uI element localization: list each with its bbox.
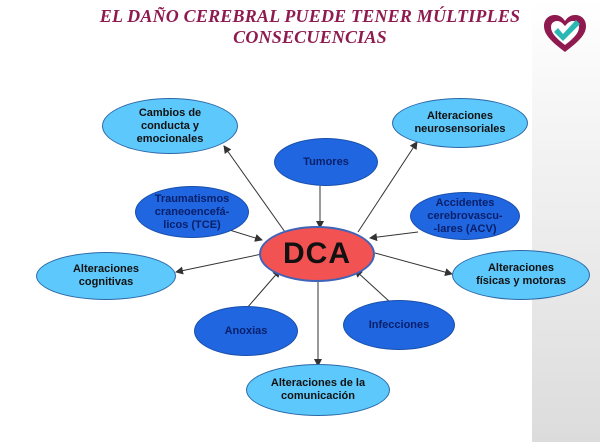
node-alteraciones-cognitivas-label: Alteraciones cognitivas: [72, 263, 140, 288]
center-node-label: DCA: [283, 237, 351, 270]
node-alteraciones-comunicacion-label: Alteraciones de la comunicación: [270, 377, 366, 402]
arrow-from-infecciones: [354, 269, 391, 303]
node-alteraciones-fisicas-motoras: Alteraciones físicas y motoras: [452, 250, 590, 300]
side-panel: [532, 0, 600, 442]
node-anoxias: Anoxias: [194, 306, 298, 356]
node-tumores: Tumores: [274, 138, 378, 186]
node-alteraciones-neurosensoriales: Alteraciones neurosensoriales: [392, 98, 528, 148]
node-alteraciones-cognitivas: Alteraciones cognitivas: [36, 252, 176, 300]
node-accidentes-acv: Accidentes cerebrovascu- -lares (ACV): [410, 192, 520, 240]
node-infecciones: Infecciones: [343, 300, 455, 350]
heart-check-logo: [544, 15, 586, 52]
node-tumores-label: Tumores: [303, 155, 349, 168]
arrow-from-acv: [369, 231, 419, 242]
arrow-to-cognitivas: [175, 253, 263, 275]
node-alteraciones-fisicas-motoras-label: Alteraciones físicas y motoras: [476, 262, 566, 287]
node-infecciones-label: Infecciones: [368, 318, 430, 331]
title-line-2: CONSECUENCIAS: [233, 27, 387, 47]
node-cambios-conducta-label: Cambios de conducta y emocionales: [136, 106, 204, 145]
arrow-to-conducta: [223, 145, 286, 233]
node-traumatismos-tce-label: Traumatismos craneoencefá- licos (TCE): [154, 192, 230, 231]
arrow-to-neuro: [357, 141, 418, 233]
title-line-1: EL DAÑO CEREBRAL PUEDE TENER MÚLTIPLES: [99, 6, 521, 26]
node-alteraciones-neurosensoriales-label: Alteraciones neurosensoriales: [414, 110, 506, 135]
node-cambios-conducta: Cambios de conducta y emocionales: [102, 98, 238, 154]
arrow-to-fisicas: [374, 252, 453, 277]
arrow-from-anoxias: [246, 269, 281, 309]
node-alteraciones-comunicacion: Alteraciones de la comunicación: [246, 364, 390, 416]
page-title: EL DAÑO CEREBRAL PUEDE TENER MÚLTIPLES C…: [40, 6, 580, 48]
node-traumatismos-tce: Traumatismos craneoencefá- licos (TCE): [135, 186, 249, 238]
node-anoxias-label: Anoxias: [224, 324, 268, 337]
node-accidentes-acv-label: Accidentes cerebrovascu- -lares (ACV): [427, 196, 503, 235]
center-node-dca: DCA: [259, 226, 375, 282]
